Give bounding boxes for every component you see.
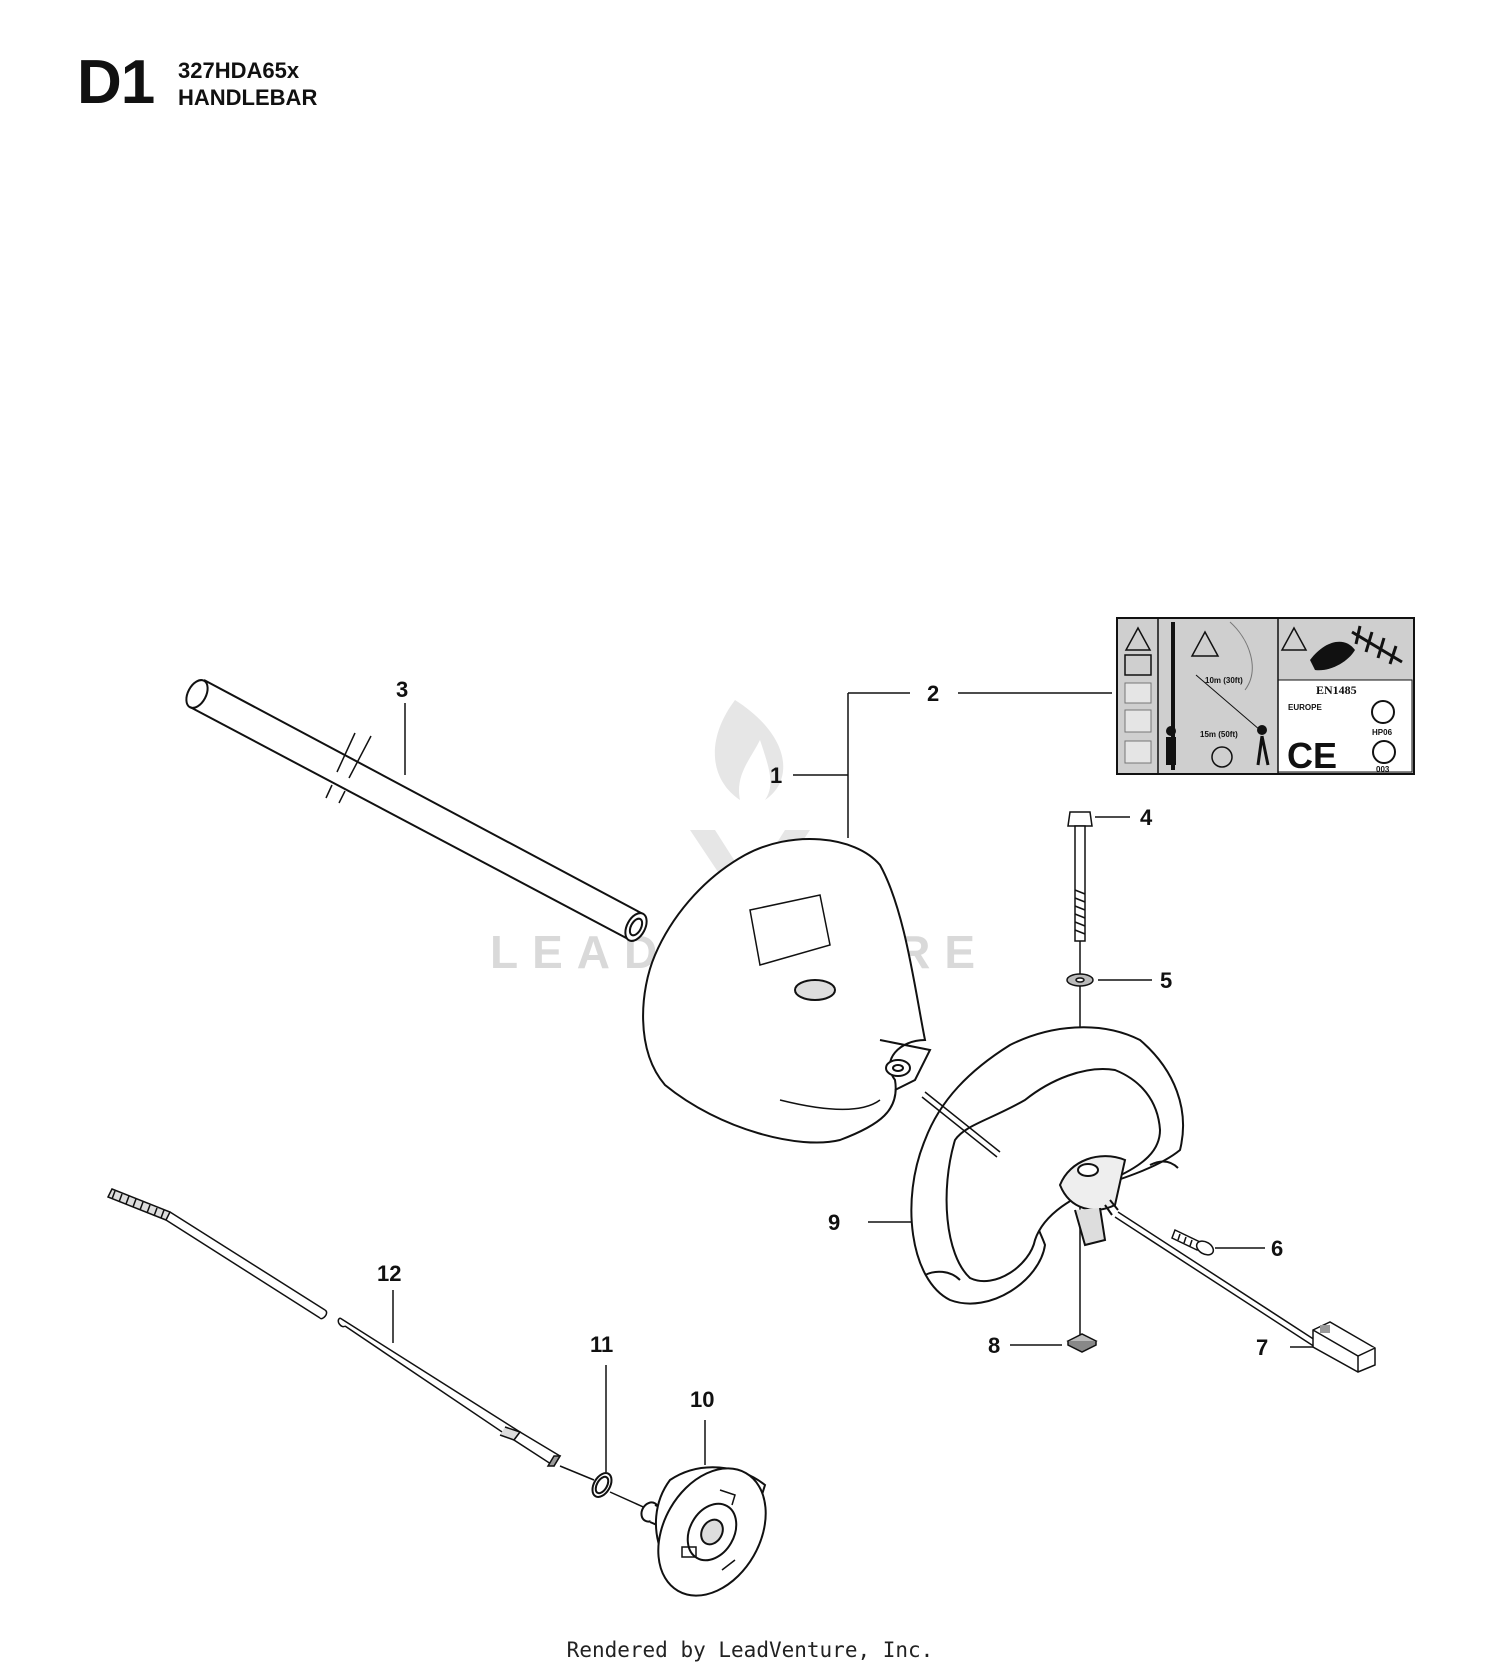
decal-003-mark: 003 [1376,765,1390,774]
section-title: HANDLEBAR [178,85,318,110]
callout-2: 2 [927,681,939,706]
callout-12: 12 [377,1261,401,1286]
section-code: D1 [77,48,155,117]
callout-11: 11 [590,1332,613,1357]
footer-credit: Rendered by LeadVenture, Inc. [566,1638,934,1662]
part-washer [1066,973,1094,987]
decal-hp-mark: HP06 [1372,728,1393,737]
callout-numbers: 1 2 3 4 5 6 7 8 9 10 11 12 [377,677,1283,1412]
leaders-1-2 [793,692,1112,838]
part-tube [185,679,648,942]
decal-region: EUROPE [1288,703,1322,712]
callout-9: 9 [828,1210,840,1235]
callout-5: 5 [1160,968,1172,993]
part-housing [642,838,932,1144]
callout-4: 4 [1140,805,1153,830]
part-nut [1066,1333,1098,1353]
part-connector [1312,1321,1376,1373]
part-o-ring [559,1465,651,1511]
decal-standard: EN1485 [1316,683,1357,697]
callout-1: 1 [770,763,782,788]
part-screw [1171,1228,1215,1256]
callout-6: 6 [1271,1236,1283,1261]
callout-8: 8 [988,1333,1000,1358]
decal-distance-far: 15m (50ft) [1200,730,1238,739]
part-drive-shaft [106,1188,562,1468]
model-number: 327HDA65x [178,58,300,83]
part-decal: 10m (30ft) 15m (50ft) EN1485 EUROPE CE H… [1116,617,1415,776]
callout-10: 10 [690,1387,714,1412]
part-bolt [1067,811,1093,942]
callout-3: 3 [396,677,408,702]
decal-ce-mark: CE [1287,735,1337,776]
part-clutch-drum [640,1466,767,1597]
part-loop-handle [910,1026,1184,1305]
decal-distance-near: 10m (30ft) [1205,676,1243,685]
part-cable [921,1091,1319,1348]
callout-7: 7 [1256,1335,1268,1360]
